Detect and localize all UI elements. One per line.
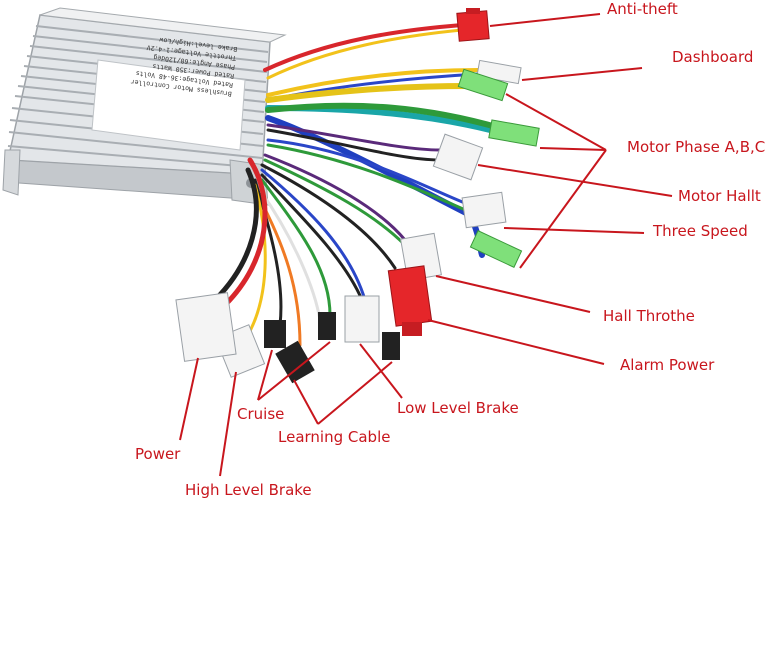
wire-black-lowbrake [260,173,364,302]
leader-cruise-a [257,349,273,401]
label-cruise: Cruise [237,405,285,423]
low-brake-small-connector [382,332,400,360]
wire-yellow-dashboard [266,68,480,97]
wire-yellow-phase [265,83,473,103]
leader-hall-throttle [435,275,591,313]
wire-yellow-antitheft [266,28,464,80]
leader-lines [179,13,673,477]
phase-connector-a [457,68,509,102]
three-speed-connector [461,191,507,229]
label-low-level-brake: Low Level Brake [397,399,519,417]
nameplate: Brushless Motor Controller Rated Voltage… [91,36,246,151]
wire-purple-throttle [263,153,407,242]
wire-black-power [212,167,259,303]
motor-hall-connector [432,133,484,181]
leader-three-speed [503,227,645,234]
anti-theft-connector [456,8,490,42]
wire-black-alarm [260,163,397,270]
low-brake-connector [344,295,380,343]
alarm-power-connector [387,265,433,336]
leader-learning-a [293,379,319,425]
wire-black-cruise [253,178,283,327]
learning-cable-connector-2 [275,340,315,384]
learning-cable-connector [318,312,336,340]
label-dashboard: Dashboard [672,48,754,66]
label-high-level-brake: High Level Brake [185,481,312,499]
phase-connector-c [469,230,523,268]
wire-green-throttle [263,158,407,247]
wire-green-phase-right [265,102,503,131]
leader-alarm-power [427,319,605,365]
label-anti-theft: Anti-theft [607,0,678,18]
label-power: Power [135,445,181,463]
leader-anti-theft [489,13,601,27]
wire-black-hall [266,128,442,162]
cruise-connector [264,320,286,348]
label-motor-hall: Motor Hallt [678,187,761,205]
leader-phase-a [505,93,607,151]
wire-red-antitheft [263,23,464,72]
label-three-speed: Three Speed [653,222,748,240]
leader-dashboard [521,67,643,81]
wire-blue-speed [266,138,472,207]
wire-yellow-highbrake [243,183,267,342]
wire-red-power [222,157,268,308]
wire-blue-lowbrake [260,168,367,302]
wire-green-cruise [260,178,332,317]
wire-white-cable [258,188,322,322]
label-learning-cable: Learning Cable [278,428,391,446]
leader-power [179,357,199,441]
phase-connector-b [488,119,540,147]
label-alarm-power: Alarm Power [620,356,715,374]
wire-green-speed [266,143,472,214]
leader-learning-b [317,361,393,425]
label-motor-phase: Motor Phase A,B,C [627,138,766,156]
power-connector [175,292,237,362]
connectors [175,8,540,384]
label-hall-throttle: Hall Throthe [603,307,695,325]
leader-phase-b [539,147,607,151]
wire-purple-hall [266,123,442,152]
leader-phase-c [519,149,607,269]
leader-motor-hall [477,164,673,197]
leader-cruise-b [257,341,331,401]
leader-high-brake [219,371,237,477]
